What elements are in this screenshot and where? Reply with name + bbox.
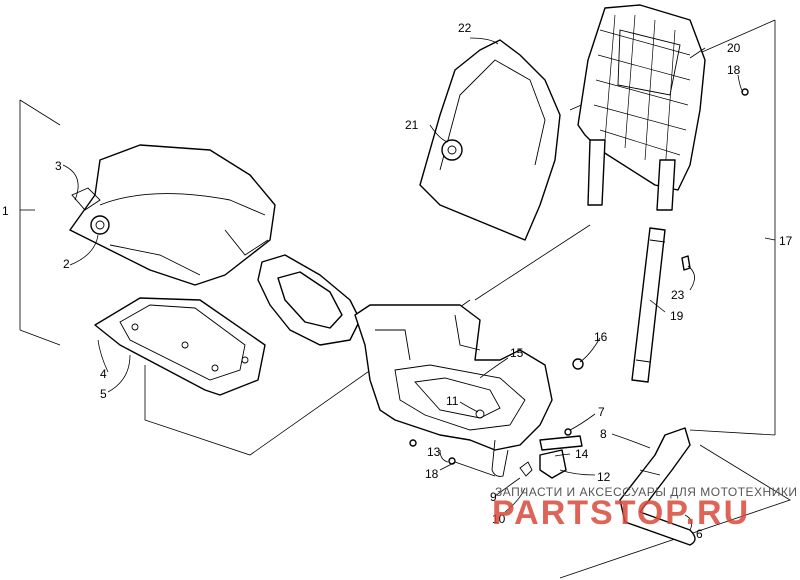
- callout-11: 11: [446, 394, 459, 408]
- callout-9: 9: [490, 490, 497, 504]
- callout-leaders: [20, 37, 776, 531]
- backrest-frame: [577, 4, 706, 191]
- callout-17: 17: [779, 234, 793, 248]
- callout-21: 21: [405, 118, 419, 132]
- fastener-bolt-13: [409, 439, 417, 447]
- callout-19: 19: [670, 309, 684, 323]
- callout-22: 22: [458, 21, 472, 35]
- seat-frame-bracket: [354, 304, 553, 451]
- callout-18-bottom: 18: [425, 467, 439, 481]
- rear-tube-handle: [619, 427, 696, 546]
- bracket-bolt: [448, 457, 496, 477]
- callout-6: 6: [696, 527, 703, 541]
- backrest-cushion: [419, 39, 561, 241]
- callout-1: 1: [2, 204, 9, 218]
- callout-4: 4: [100, 367, 107, 381]
- callout-13: 13: [427, 445, 441, 459]
- seat-decal-logo: [90, 215, 110, 235]
- watermark-logo: PARTSTOP.RU: [492, 494, 751, 532]
- callout-14: 14: [575, 447, 589, 461]
- callout-18-top: 18: [727, 63, 741, 77]
- latch-spring: [519, 461, 533, 477]
- callout-20: 20: [727, 41, 741, 55]
- watermark-tagline: ЗАПЧАСТИ И АКСЕССУАРЫ ДЛЯ МОТОТЕХНИКИ: [495, 485, 798, 499]
- backrest-support-posts: [587, 139, 676, 211]
- callout-10: 10: [492, 512, 506, 526]
- callout-3: 3: [55, 159, 62, 173]
- callout-23: 23: [671, 288, 685, 302]
- u-bolt-clip: [491, 439, 509, 477]
- fastener-bolt-7: [564, 428, 572, 436]
- callout-7: 7: [598, 405, 605, 419]
- mount-plate: [539, 435, 583, 451]
- grab-handle: [257, 254, 361, 346]
- callout-2: 2: [63, 257, 70, 271]
- seat-base-pan: [94, 297, 266, 396]
- callout-16: 16: [594, 330, 608, 344]
- frame-screw-18: [741, 88, 749, 96]
- callout-15: 15: [510, 346, 524, 360]
- callout-5: 5: [100, 387, 107, 401]
- seat-cushion: [69, 144, 276, 286]
- assembly-guide-lines: [144, 224, 791, 579]
- callout-8: 8: [600, 427, 607, 441]
- backrest-decal-logo: [441, 139, 463, 161]
- group-bracket-1: [19, 99, 61, 346]
- tube-clip-23: [681, 255, 691, 271]
- backrest-tube-19: [631, 227, 666, 383]
- latch-plate: [539, 449, 567, 479]
- callout-12: 12: [597, 470, 611, 484]
